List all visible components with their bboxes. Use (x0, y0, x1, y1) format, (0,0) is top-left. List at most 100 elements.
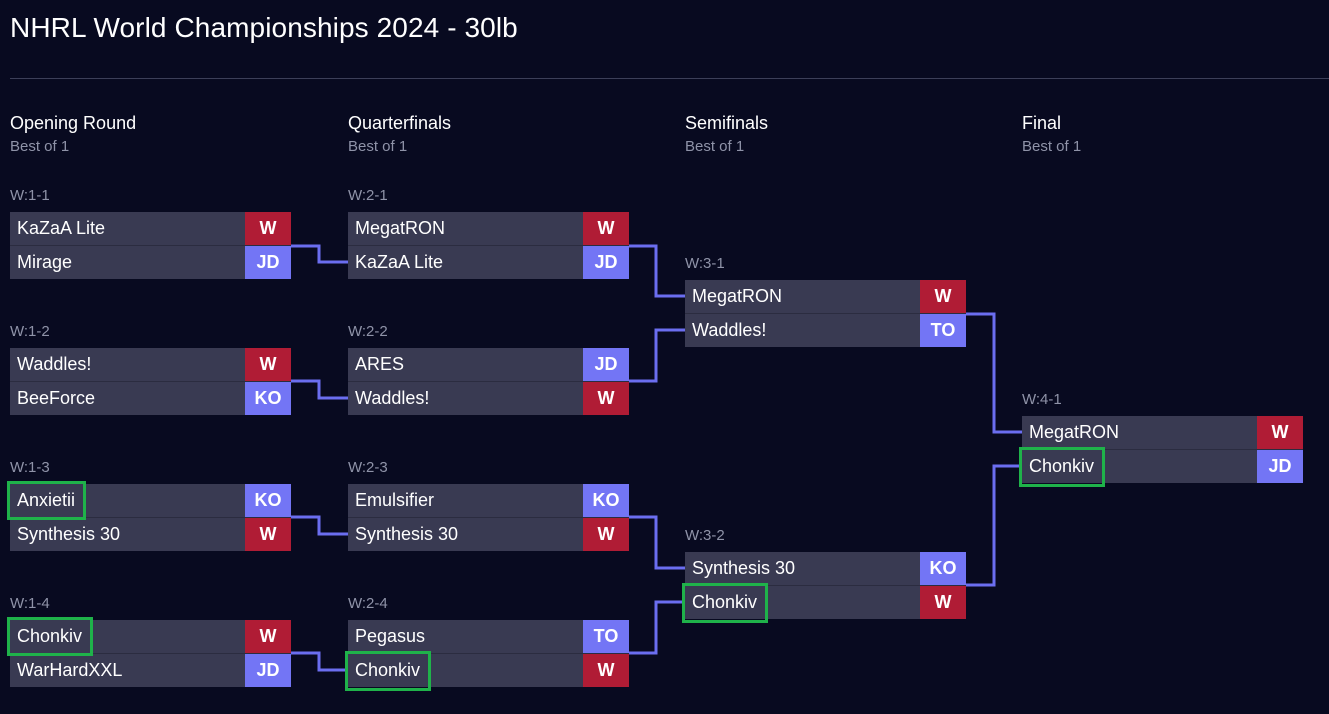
match-w1-1[interactable]: W:1-1 KaZaA Lite W Mirage JD (10, 187, 291, 279)
result-badge: W (245, 518, 291, 551)
match-id: W:4-1 (1022, 391, 1062, 408)
participant-name[interactable]: Chonkiv (1029, 456, 1095, 476)
match-w2-1[interactable]: W:2-1 MegatRON W KaZaA Lite JD (348, 187, 629, 279)
round-format: Best of 1 (10, 138, 70, 155)
match-id: W:3-2 (685, 527, 725, 544)
connector-1-2 (291, 379, 348, 400)
participant-slot-bottom[interactable]: Synthesis 30 W (348, 517, 629, 551)
participant-slot-top[interactable]: Waddles! W (10, 348, 291, 381)
participant-name[interactable]: Mirage (17, 252, 73, 272)
match-w2-4[interactable]: W:2-4 Pegasus TO Chonkiv W (345, 595, 629, 691)
round-name: Final (1022, 113, 1062, 133)
match-id: W:2-1 (348, 187, 388, 204)
round-header-quarterfinals: Quarterfinals Best of 1 (348, 113, 451, 155)
participant-slot-top[interactable]: Synthesis 30 KO (685, 552, 966, 585)
result-badge: W (583, 382, 629, 415)
participant-slot-top[interactable]: Emulsifier KO (348, 484, 629, 517)
title-divider (10, 78, 1329, 79)
participant-slot-top[interactable]: Anxietii KO (7, 481, 291, 520)
match-id: W:1-2 (10, 323, 50, 340)
participant-slot-top[interactable]: MegatRON W (348, 212, 629, 245)
participant-name[interactable]: Chonkiv (692, 592, 758, 612)
participant-name[interactable]: Waddles! (692, 320, 767, 340)
connector-2-4 (628, 600, 685, 655)
participant-name[interactable]: Synthesis 30 (355, 524, 459, 544)
participant-slot-bottom[interactable]: Mirage JD (10, 245, 291, 279)
participant-slot-bottom[interactable]: Synthesis 30 W (10, 517, 291, 551)
participant-name[interactable]: MegatRON (692, 286, 783, 306)
participant-name[interactable]: MegatRON (1029, 422, 1120, 442)
participant-slot-bottom[interactable]: Chonkiv W (345, 651, 629, 691)
participant-slot-bottom[interactable]: Waddles! W (348, 381, 629, 415)
participant-name[interactable]: Pegasus (355, 626, 426, 646)
connector-2-3 (628, 515, 685, 570)
match-id: W:2-4 (348, 595, 388, 612)
participant-slot-bottom[interactable]: Chonkiv JD (1019, 447, 1303, 487)
result-badge: JD (1257, 450, 1303, 483)
participant-name[interactable]: ARES (355, 354, 405, 374)
participant-slot-bottom[interactable]: KaZaA Lite JD (348, 245, 629, 279)
round-header-semifinals: Semifinals Best of 1 (685, 113, 768, 155)
connector-2-2 (628, 328, 685, 383)
participant-name[interactable]: Synthesis 30 (692, 558, 796, 578)
match-w2-3[interactable]: W:2-3 Emulsifier KO Synthesis 30 W (348, 459, 629, 551)
match-w2-2[interactable]: W:2-2 ARES JD Waddles! W (348, 323, 629, 415)
participant-name[interactable]: KaZaA Lite (17, 218, 106, 238)
participant-slot-bottom[interactable]: WarHardXXL JD (10, 653, 291, 687)
participant-name[interactable]: Synthesis 30 (17, 524, 121, 544)
match-id: W:1-4 (10, 595, 50, 612)
connector-3-1 (965, 312, 1022, 434)
result-badge: KO (245, 382, 291, 415)
connector-1-1 (291, 244, 348, 264)
participant-name[interactable]: Waddles! (355, 388, 430, 408)
participant-name[interactable]: Chonkiv (355, 660, 421, 680)
result-badge: W (920, 280, 966, 313)
match-id: W:1-1 (10, 187, 50, 204)
participant-slot-bottom[interactable]: Chonkiv W (682, 583, 966, 623)
round-header-opening: Opening Round Best of 1 (10, 113, 136, 155)
connector-2-1 (628, 244, 685, 298)
result-badge: JD (583, 246, 629, 279)
participant-slot-bottom[interactable]: BeeForce KO (10, 381, 291, 415)
round-format: Best of 1 (1022, 138, 1082, 155)
participant-name[interactable]: Emulsifier (355, 490, 435, 510)
connector-3-2 (965, 464, 1022, 587)
participant-slot-top[interactable]: MegatRON W (685, 280, 966, 313)
participant-slot-bottom[interactable]: Waddles! TO (685, 313, 966, 347)
participant-slot-top[interactable]: Pegasus TO (348, 620, 629, 653)
result-badge: JD (583, 348, 629, 381)
result-badge: KO (245, 484, 291, 517)
participant-name[interactable]: Waddles! (17, 354, 92, 374)
match-id: W:2-3 (348, 459, 388, 476)
round-format: Best of 1 (685, 138, 745, 155)
result-badge: TO (920, 314, 966, 347)
participant-slot-top[interactable]: MegatRON W (1022, 416, 1303, 449)
match-w3-1[interactable]: W:3-1 MegatRON W Waddles! TO (685, 255, 966, 347)
participant-slot-top[interactable]: ARES JD (348, 348, 629, 381)
result-badge: W (583, 212, 629, 245)
round-name: Semifinals (685, 113, 769, 133)
participant-name[interactable]: Chonkiv (17, 626, 83, 646)
match-w1-2[interactable]: W:1-2 Waddles! W BeeForce KO (10, 323, 291, 415)
participant-name[interactable]: BeeForce (17, 388, 96, 408)
participant-name[interactable]: MegatRON (355, 218, 446, 238)
match-w1-4[interactable]: W:1-4 Chonkiv W WarHardXXL JD (7, 595, 291, 687)
match-w4-1[interactable]: W:4-1 MegatRON W Chonkiv JD (1019, 391, 1303, 487)
connector-1-3 (291, 515, 348, 536)
round-name: Opening Round (10, 113, 137, 133)
match-id: W:2-2 (348, 323, 388, 340)
result-badge: W (245, 348, 291, 381)
participant-slot-top[interactable]: KaZaA Lite W (10, 212, 291, 245)
round-header-final: Final Best of 1 (1022, 113, 1081, 155)
participant-name[interactable]: WarHardXXL (17, 660, 123, 680)
page-title: NHRL World Championships 2024 - 30lb (10, 12, 518, 43)
participant-slot-top[interactable]: Chonkiv W (7, 617, 291, 656)
participant-name[interactable]: Anxietii (17, 490, 76, 510)
match-w1-3[interactable]: W:1-3 Anxietii KO Synthesis 30 W (7, 459, 291, 551)
match-id: W:3-1 (685, 255, 725, 272)
round-name: Quarterfinals (348, 113, 452, 133)
match-w3-2[interactable]: W:3-2 Synthesis 30 KO Chonkiv W (682, 527, 966, 623)
participant-name[interactable]: KaZaA Lite (355, 252, 444, 272)
result-badge: KO (920, 552, 966, 585)
